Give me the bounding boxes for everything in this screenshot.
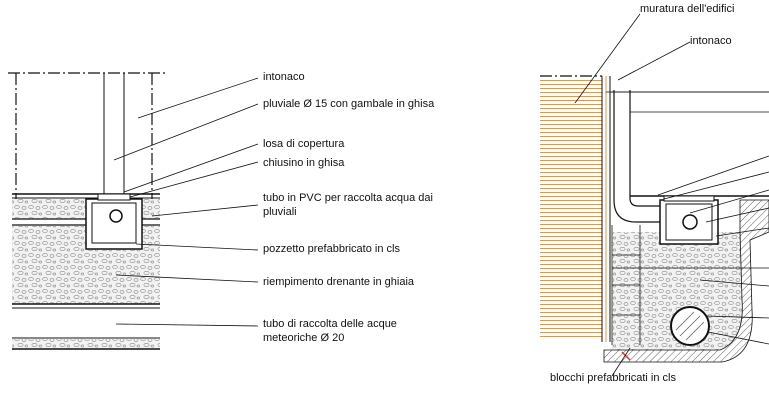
label-precast-manhole: pozzetto prefabbricato in cls [263,243,400,255]
precast-blocks [611,225,641,345]
cast-iron-cover [97,193,131,201]
left-section-drawing [8,72,259,350]
left-leader-lines [113,77,259,327]
right-gravel-fill [612,232,743,350]
label-downpipe: pluviale Ø 15 con gambale in ghisa [263,98,435,110]
label-plaster: intonaco [263,71,305,83]
right-pvc-pipe [682,214,698,230]
right-manhole-cover [663,195,715,202]
red-accent-mark [621,351,631,361]
downpipe-outer [613,90,660,223]
label-cover-slab: losa di copertura [263,138,345,150]
right-section-drawing [540,13,769,377]
pvc-pipe-section [109,209,123,223]
label-building-wall: muratura dell'edifici [640,3,735,15]
right-leader-lines [574,13,769,377]
label-main-pipe-line1: tubo di raccolta delle acque [263,318,397,330]
building-wall-brick [540,78,602,340]
downpipe-inner [629,90,660,207]
label-cast-iron-cover: chiusino in ghisa [263,157,345,169]
label-drainage-gravel: riempimento drenante in ghiaia [263,276,415,288]
label-right-plaster: intonaco [690,35,732,47]
lower-gravel-band [12,339,160,349]
label-pvc-pipe-line2: pluviali [263,206,297,218]
label-precast-blocks: blocchi prefabbricati in cls [550,372,676,384]
pipe-shading [675,311,705,341]
label-pvc-pipe-line1: tubo in PVC per raccolta acqua dai [263,192,433,204]
excavation-hatch [603,199,769,363]
label-main-pipe-line2: meteoriche Ø 20 [263,332,345,344]
manhole-inner [91,202,137,244]
